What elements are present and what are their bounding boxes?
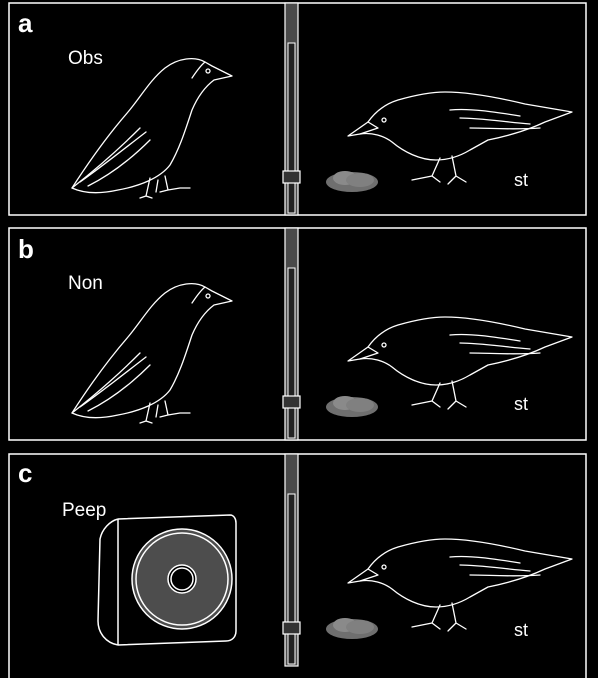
panel-letter-b: b [18,234,34,264]
storer-label-b: st [514,394,529,414]
panel-letter-a: a [18,8,33,38]
panel-letter-c: c [18,458,33,488]
condition-label-peep: Peep [62,500,107,521]
peephole-box [97,514,237,646]
storer-label-a: st [514,170,529,190]
panel-c [8,453,587,678]
panel-a [8,2,587,216]
divider-opaque [282,227,301,441]
panel-b [8,227,587,441]
divider-window [282,2,301,216]
divider-window [282,453,301,667]
condition-label-non: Non [68,273,103,294]
storer-label-c: st [514,620,529,640]
condition-label-obs: Obs [68,48,103,69]
